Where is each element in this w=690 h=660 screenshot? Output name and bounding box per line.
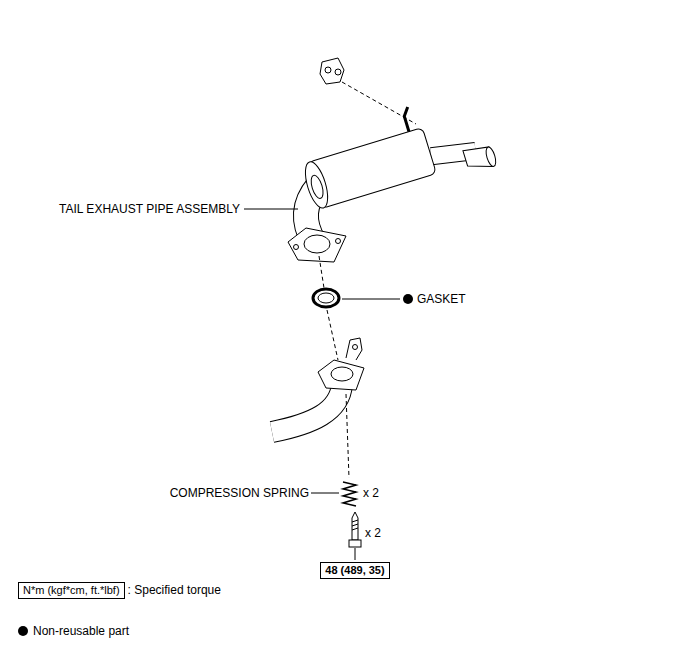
gasket-ring — [313, 289, 339, 307]
bullet-symbol — [18, 626, 28, 636]
legend-text: : Specified torque — [128, 583, 221, 597]
part-label: GASKET — [417, 292, 466, 306]
pipe-flange — [288, 228, 346, 262]
leader-line — [244, 209, 298, 210]
leader-line — [342, 299, 400, 300]
part-label: TAIL EXHAUST PIPE ASSEMBLY — [59, 202, 240, 216]
bolt-symbol — [349, 512, 361, 547]
node-text: 48 (489, 35) — [325, 564, 384, 577]
bullet-symbol — [403, 294, 413, 304]
node-text: N*m (kgf*cm, ft.*lbf) — [23, 584, 120, 597]
quantity-label: x 2 — [365, 526, 381, 540]
bullet-symbol — [18, 623, 30, 639]
part-label: COMPRESSION SPRING — [170, 486, 309, 500]
torque-box: 48 (489, 35) — [320, 562, 389, 579]
quantity-label: x 2 — [363, 486, 379, 500]
muffler — [294, 87, 498, 220]
torque-unit-box: N*m (kgf*cm, ft.*lbf) — [18, 582, 125, 599]
front-pipe — [272, 338, 364, 432]
leader-line — [311, 493, 339, 494]
hanger-rubber — [320, 58, 344, 84]
leader-line — [355, 548, 356, 560]
spring-symbol — [343, 482, 356, 506]
legend-text: Non-reusable part — [33, 624, 129, 638]
